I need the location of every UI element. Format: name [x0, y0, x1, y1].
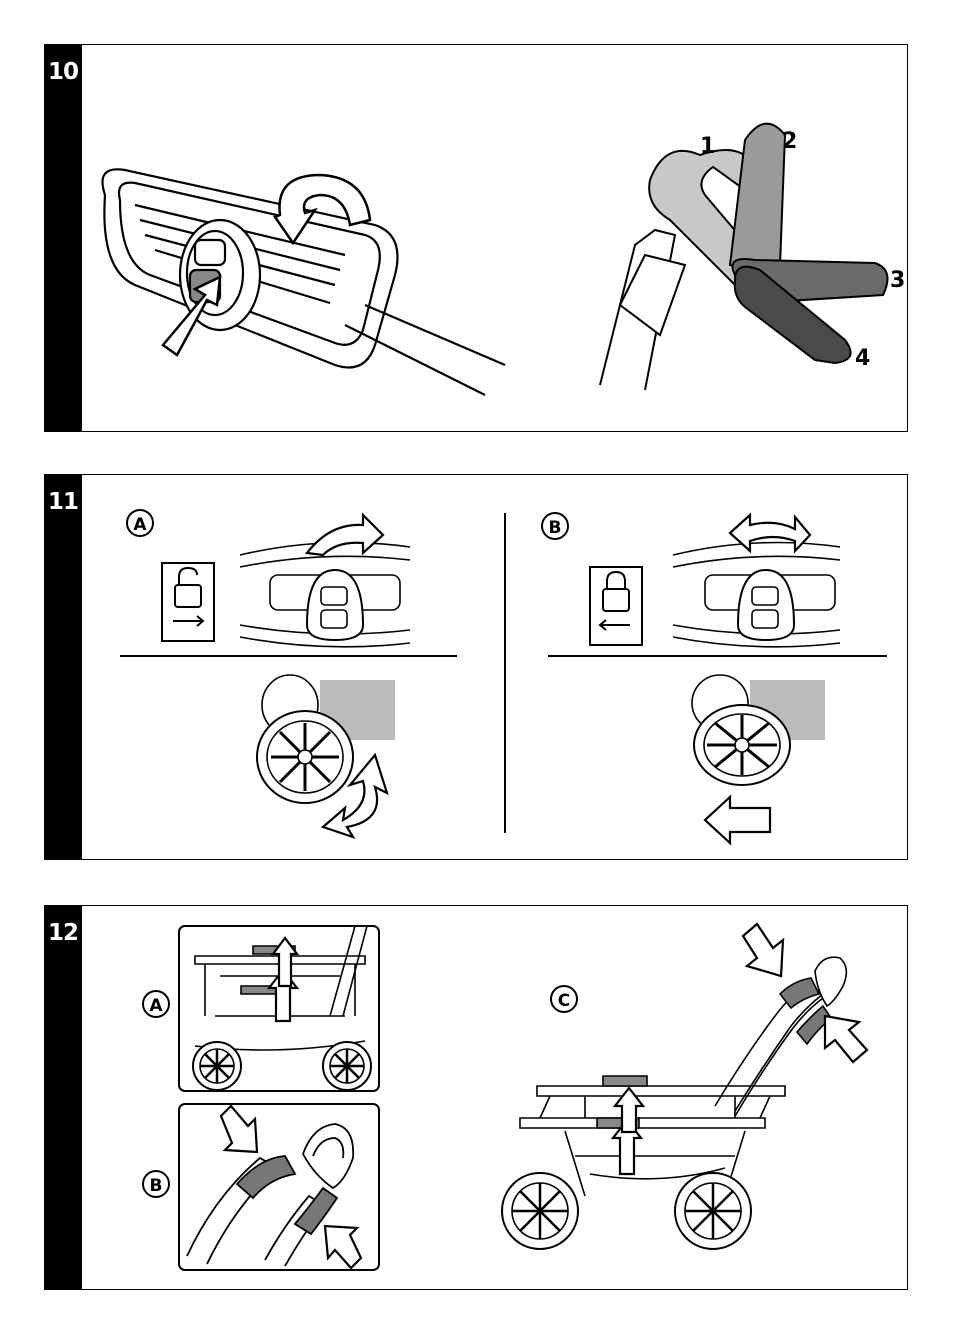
position-2-label: 2 [782, 129, 797, 154]
step-12-panel: 12 A B [44, 905, 908, 1290]
stroller-frame-c-drawing [502, 924, 867, 1249]
step-11-a-label: A [133, 515, 147, 535]
step-11-panel: 11 A B [44, 474, 908, 860]
sub-b-marker: B [143, 1171, 169, 1197]
step-12-a-label: A [149, 996, 163, 1016]
step-10-panel: 10 1 2 3 4 [44, 44, 908, 432]
step-11-b-label: B [549, 518, 562, 538]
position-4-label: 4 [855, 346, 870, 371]
frame-release-a-drawing [179, 926, 379, 1091]
wheel-straight-b-drawing [692, 675, 825, 843]
unlock-icon [162, 563, 214, 641]
swivel-lock-a-drawing [240, 515, 410, 647]
step-11-illustration: A B [45, 475, 908, 860]
position-3-label: 3 [890, 268, 905, 293]
sub-a-marker: A [127, 510, 153, 536]
position-1-label: 1 [700, 134, 715, 159]
handle-release-drawing [103, 169, 506, 395]
wheel-swivel-a-drawing [257, 675, 395, 837]
lock-icon [590, 567, 642, 645]
sub-a-marker: A [143, 991, 169, 1017]
step-12-illustration: A B [45, 906, 908, 1290]
step-12-c-label: C [558, 991, 570, 1011]
swivel-lock-b-drawing [673, 515, 840, 647]
handle-positions-drawing [600, 124, 888, 390]
handle-grip-b-drawing [179, 1104, 379, 1270]
step-10-illustration: 1 2 3 4 [45, 45, 908, 432]
sub-b-marker: B [542, 513, 568, 539]
step-12-b-label: B [150, 1176, 163, 1196]
sub-c-marker: C [551, 986, 577, 1012]
